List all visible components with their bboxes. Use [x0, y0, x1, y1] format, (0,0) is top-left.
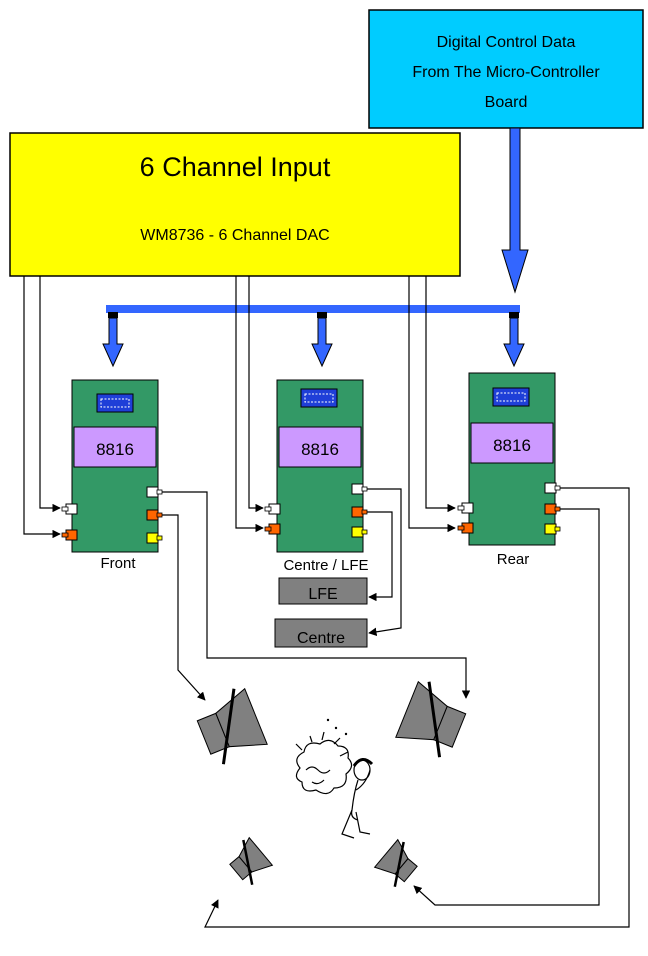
ribbon-connector-icon — [96, 393, 134, 413]
chip — [470, 422, 554, 464]
input-connectors-front — [61, 503, 78, 541]
chip-label-rear: 8816 — [493, 436, 531, 455]
wire-front-to-right-speaker — [162, 491, 471, 699]
signal-lines-front — [23, 276, 61, 539]
board-label-front: Front — [100, 555, 136, 572]
wire-to-lfe — [367, 511, 393, 602]
ribbon-connector-icon — [300, 388, 338, 408]
control-bus — [106, 305, 520, 313]
input-connectors-rear — [457, 502, 474, 534]
wire-front-to-left-speaker — [162, 514, 206, 701]
sound-dots — [326, 718, 348, 736]
chip — [73, 426, 157, 468]
output-connectors-rear — [544, 482, 561, 535]
speaker-icon — [196, 687, 268, 765]
output-connectors-centre — [351, 483, 368, 538]
bus-drop-front — [102, 312, 124, 368]
wire-rear-to-right-rear — [413, 508, 600, 906]
bus-drop-arrows — [102, 312, 525, 368]
control-bus-arrow — [501, 127, 529, 294]
centre-output-box: Centre — [274, 618, 368, 648]
chip-label-centre: 8816 — [301, 440, 339, 459]
chip-label-front: 8816 — [96, 440, 134, 459]
lfe-output-box: LFE — [278, 577, 368, 605]
output-wires — [162, 487, 630, 928]
lfe-label: LFE — [308, 586, 337, 603]
input-dac-box: 6 Channel Input WM8736 - 6 Channel DAC — [9, 132, 461, 277]
control-box-line1: Digital Control Data — [437, 34, 576, 51]
output-connectors-front — [146, 486, 163, 544]
speaker-icon — [229, 836, 274, 885]
chip — [278, 426, 362, 468]
ribbon-connector-icon — [492, 387, 530, 407]
control-data-box: Digital Control Data From The Micro-Cont… — [368, 9, 644, 129]
board-front: 8816 Centre / LFE — [61, 379, 163, 553]
signal-lines-rear — [408, 276, 456, 533]
input-box-title: 6 Channel Input — [140, 152, 331, 182]
board-centre: 8816 — [264, 379, 368, 553]
control-box-line3: Board — [485, 94, 528, 111]
control-box-line2: From The Micro-Controller — [412, 64, 600, 81]
speaker-icon — [395, 680, 467, 758]
speaker-icon — [373, 838, 418, 887]
listener-figure-icon — [295, 731, 374, 839]
input-connectors-centre — [264, 503, 281, 535]
board-rear: 8816 — [457, 372, 561, 546]
wire-to-centre — [367, 488, 402, 636]
centre-label: Centre — [297, 630, 345, 647]
signal-lines-centre — [235, 276, 264, 533]
input-box-subtitle: WM8736 - 6 Channel DAC — [140, 227, 329, 244]
board-label-rear: Rear — [497, 551, 530, 568]
bus-drop-centre — [311, 312, 333, 368]
bus-drop-rear — [503, 312, 525, 368]
board-label-centre: Centre / LFE — [283, 557, 368, 574]
wire-rear-to-left-rear — [204, 487, 630, 928]
